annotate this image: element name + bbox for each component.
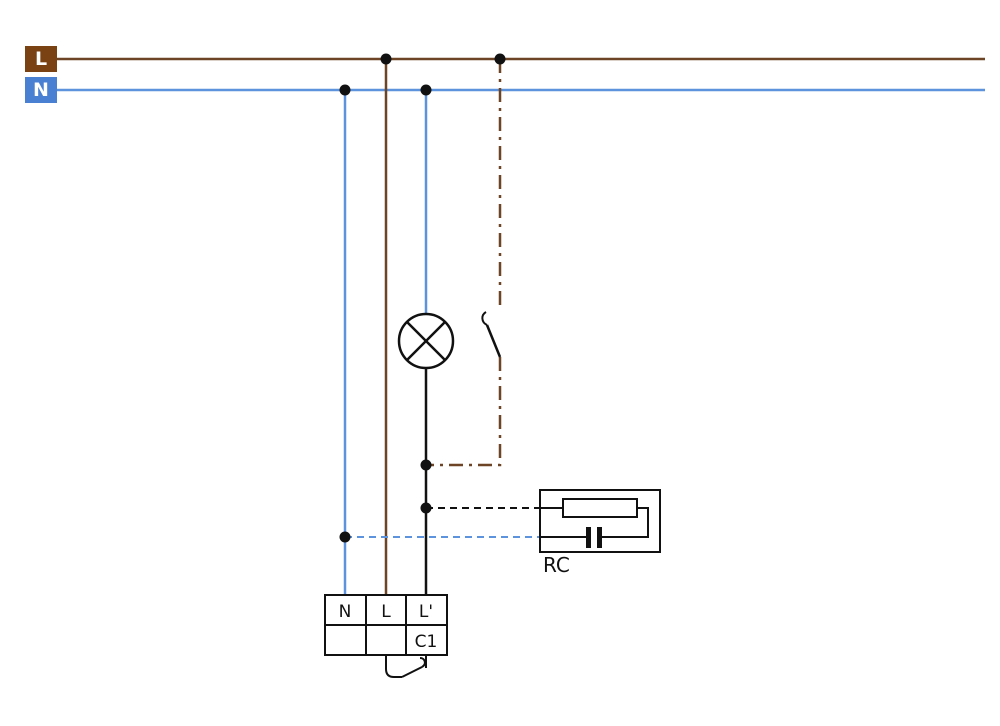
junction-dot-phase-bus-1	[380, 53, 392, 65]
phase-bus-label-box	[25, 46, 57, 72]
phase-bus-label: L	[35, 48, 47, 70]
neutral-bus-label-box	[25, 77, 57, 103]
rc-label: RC	[543, 553, 570, 577]
lamp-cross-2	[406, 321, 446, 361]
internal-contact-blade	[401, 666, 423, 678]
junction-dot-rc-phase	[420, 502, 432, 514]
capacitor-plate-left	[586, 527, 591, 548]
junction-dot-phase-bus-2	[494, 53, 506, 65]
rc-snubber	[539, 489, 661, 553]
terminal-label-lprime: L'	[419, 602, 433, 622]
internal-contact-hook	[419, 657, 426, 668]
switch-blade	[485, 324, 502, 358]
capacitor-plate-right	[597, 527, 602, 548]
terminal-block: N L L' C1	[324, 594, 448, 656]
terminal-label-n: N	[339, 602, 352, 622]
junction-dot-neutral-bus-1	[339, 84, 351, 96]
junction-dot-neutral-bus-2	[420, 84, 432, 96]
capacitor-icon	[586, 527, 602, 548]
terminal-label-c1: C1	[415, 632, 438, 652]
terminal-label-l: L	[381, 602, 391, 622]
switch-blade-hook	[481, 311, 488, 326]
switch-icon	[481, 311, 502, 358]
junction-dot-switch-wire	[420, 459, 432, 471]
resistor-icon	[562, 498, 638, 518]
rc-resistor-lead-right	[602, 507, 649, 538]
internal-contact-icon	[385, 655, 427, 678]
lamp-icon	[397, 312, 455, 370]
internal-contact-lead-l	[385, 655, 402, 678]
junction-dot-rc-neutral	[339, 531, 351, 543]
neutral-bus-label: N	[33, 79, 49, 101]
switch-branch-wire-lower	[426, 357, 502, 467]
